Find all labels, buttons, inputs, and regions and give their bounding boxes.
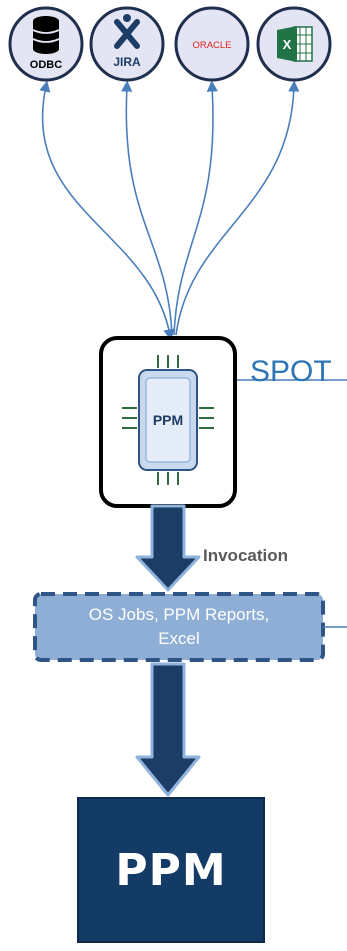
excel-icon-label: X [283, 37, 292, 52]
ppm-box[interactable]: PPM [78, 798, 264, 942]
source-connectors [39, 80, 300, 341]
spot-label: SPOT [250, 355, 332, 388]
connector-oracle [173, 80, 218, 336]
odbc-icon-label: ODBC [30, 59, 62, 71]
jira-icon[interactable]: JIRA [89, 6, 165, 82]
jira-icon-label: JIRA [113, 55, 141, 69]
jobs-line-2: Excel [158, 629, 200, 648]
connector-odbc [39, 80, 175, 341]
connector-excel [175, 80, 300, 336]
chip-label: PPM [153, 412, 183, 428]
invocation-arrow [135, 504, 201, 592]
connector-jira [121, 80, 173, 336]
ppm-box-label: PPM [115, 844, 227, 896]
oracle-icon-label: ORACLE [192, 40, 231, 51]
jobs-box[interactable]: OS Jobs, PPM Reports, Excel [35, 594, 323, 660]
odbc-icon[interactable]: ODBC [8, 6, 84, 82]
invocation-label: Invocation [203, 546, 289, 565]
jobs-line-1: OS Jobs, PPM Reports, [88, 605, 270, 624]
jobs-to-ppm-arrow [135, 662, 201, 797]
spot-chip-box[interactable]: PPM [99, 336, 237, 508]
oracle-icon[interactable]: ORACLE [174, 6, 250, 82]
excel-icon[interactable]: X [256, 6, 332, 82]
ppm-box-shape [77, 797, 265, 943]
